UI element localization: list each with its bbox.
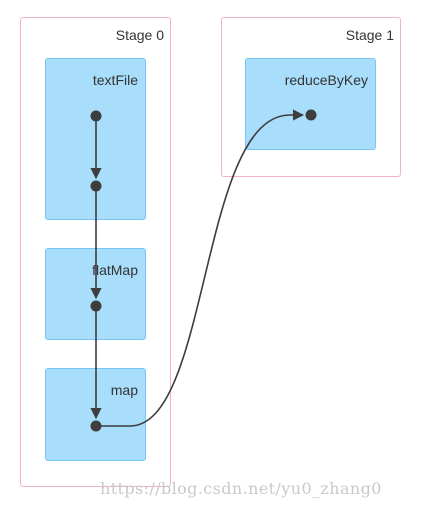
map-label: map	[110, 382, 138, 398]
node-reducebykey	[305, 109, 317, 121]
stage-0-label: Stage 0	[115, 27, 164, 43]
node-textfile-1	[90, 110, 102, 122]
node-map	[90, 420, 102, 432]
stage-1-label: Stage 1	[345, 27, 394, 43]
node-textfile-2	[90, 180, 102, 192]
edge-map-to-reducebykey	[96, 109, 305, 427]
textfile-label: textFile	[92, 72, 138, 88]
reducebykey-label: reduceByKey	[284, 72, 368, 88]
node-flatmap	[90, 300, 102, 312]
flatmap-label: flatMap	[92, 262, 138, 278]
watermark-text: https://blog.csdn.net/yu0_zhang0	[100, 479, 382, 498]
reducebykey-box: reduceByKey	[245, 58, 376, 150]
